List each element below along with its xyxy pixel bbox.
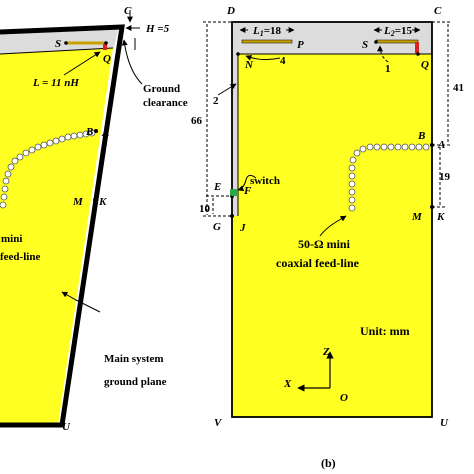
right-point-S: S <box>362 39 368 51</box>
left-point-M: M <box>72 196 84 208</box>
left-board-outline <box>0 24 125 428</box>
right-feed-line-1: 50-Ω mini <box>298 237 351 251</box>
right-point-J: J <box>239 222 246 234</box>
axis-x-label: X <box>283 378 292 390</box>
right-inductor <box>415 42 419 54</box>
right-L2-symbol: L <box>383 25 391 37</box>
right-point-P: P <box>297 39 304 51</box>
right-feed-line-2: coaxial feed-line <box>276 256 360 270</box>
right-marker-1: 1 <box>385 63 391 75</box>
left-dim-H: H =5 <box>145 23 170 35</box>
right-dim-19: 19 <box>439 171 451 183</box>
right-L2-value: =15 <box>395 25 413 37</box>
left-main-plane-2: ground plane <box>104 376 167 388</box>
right-point-V: V <box>214 417 223 429</box>
left-inductor <box>103 44 107 50</box>
left-coax-feed-line <box>0 129 96 209</box>
right-L1-symbol: L <box>252 25 260 37</box>
left-ground-plane <box>0 48 113 425</box>
left-point-Q: Q <box>103 53 111 65</box>
right-marker-2: 2 <box>213 95 219 107</box>
right-L1-sub: 1 <box>260 29 264 38</box>
left-ground-clearance-1: Ground <box>143 83 180 95</box>
left-clearance-area <box>0 30 118 54</box>
right-side-clearance <box>232 54 238 216</box>
right-point-E: E <box>213 181 221 193</box>
left-main-plane-1: Main system <box>104 353 164 365</box>
right-marker-4: 4 <box>280 55 286 67</box>
right-board-outline <box>231 21 433 418</box>
right-view: D C L1=18 L2=15 P S N 4 1 Q 41 2 66 B A … <box>191 5 464 429</box>
left-point-A: A <box>101 127 109 139</box>
right-L1-label: L1=18 <box>252 25 282 38</box>
right-ground-plane <box>232 54 432 417</box>
left-point-S: S <box>55 38 61 50</box>
left-point-B: B <box>85 126 93 138</box>
right-switch <box>230 189 238 196</box>
right-point-B: B <box>417 130 425 142</box>
left-view: C H =5 S Q L = 11 nH Ground clearance B … <box>0 5 188 433</box>
right-strip-L2 <box>375 39 419 44</box>
left-feed-line-1: mini <box>1 233 22 245</box>
axis-z-label: Z <box>322 346 330 358</box>
right-point-M: M <box>411 211 423 223</box>
caption: (b) <box>321 456 336 470</box>
right-point-N: N <box>244 59 254 71</box>
right-switch-label: switch <box>250 175 280 187</box>
right-point-Q: Q <box>421 59 429 71</box>
left-feed-line-2: feed-line <box>0 251 40 263</box>
right-strip-L1 <box>241 39 293 44</box>
left-ground-clearance-2: clearance <box>143 97 188 109</box>
right-point-C: C <box>434 5 442 17</box>
left-point-C: C <box>124 5 132 17</box>
right-L2-sub: 2 <box>390 29 395 38</box>
right-point-G: G <box>213 221 221 233</box>
right-L1-value: =18 <box>264 25 282 37</box>
right-clearance-area <box>232 22 432 54</box>
left-inductor-label: L = 11 nH <box>32 77 79 89</box>
right-dim-10: 10 <box>199 203 211 215</box>
right-unit-label: Unit: mm <box>360 324 410 338</box>
right-L2-label: L2=15 <box>383 25 413 38</box>
left-point-K: K <box>98 196 107 208</box>
right-point-F: F <box>243 185 252 197</box>
origin-label: O <box>340 392 348 404</box>
right-dim-41: 41 <box>453 82 464 94</box>
right-point-K: K <box>436 211 445 223</box>
right-point-D: D <box>226 5 235 17</box>
right-coax-feed-line <box>348 143 430 212</box>
right-dim-66: 66 <box>191 115 203 127</box>
right-point-U: U <box>440 417 449 429</box>
right-point-A: A <box>437 139 445 151</box>
left-point-U: U <box>62 421 71 433</box>
